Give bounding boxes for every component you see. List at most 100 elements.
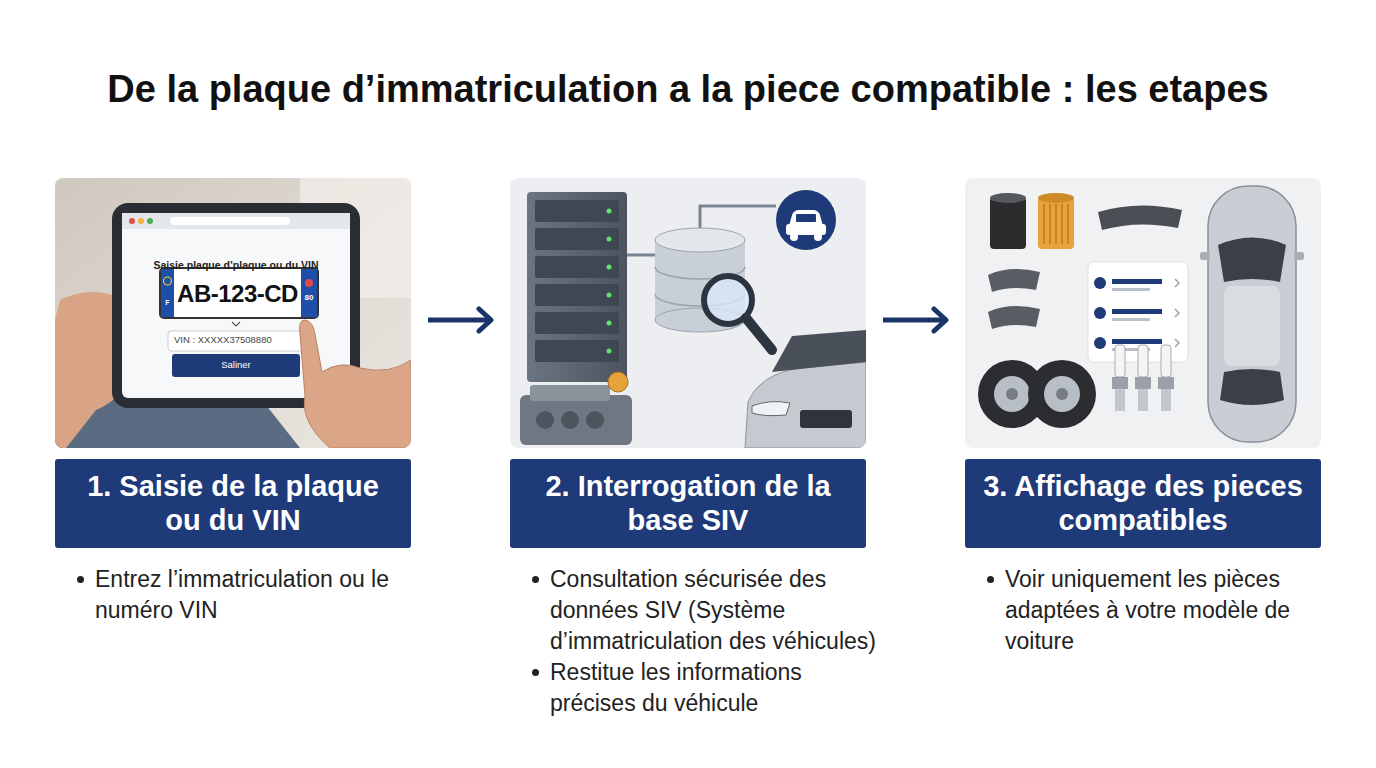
tablet-photo-part <box>172 354 300 377</box>
tablet-photo-part <box>138 218 144 224</box>
step-column: 3. Affichage des pieces compatiblesVoir … <box>965 178 1321 657</box>
flow-arrow <box>883 318 946 323</box>
step-heading: 1. Saisie de la plaque ou du VIN <box>69 470 397 537</box>
parts-illustration-part <box>1218 238 1286 283</box>
parts-illustration-part <box>1112 309 1162 314</box>
parts-illustration-part <box>1038 193 1074 203</box>
database-illustration-part <box>520 395 632 445</box>
database-illustration-part <box>814 233 822 241</box>
parts-illustration-part <box>1138 389 1148 411</box>
step-band: 1. Saisie de la plaque ou du VIN <box>55 459 411 548</box>
parts-illustration-part <box>1006 388 1018 400</box>
database-illustration-part <box>535 200 619 222</box>
parts-illustration-part <box>1158 377 1174 389</box>
bullet-dot <box>77 576 84 583</box>
illustration-label: 80 <box>301 293 317 302</box>
database-illustration-part <box>527 192 627 382</box>
step-column: 2. Interrogation de la base SIV Consultat… <box>510 178 866 719</box>
tablet-photo <box>55 178 411 448</box>
database-illustration-part <box>530 385 610 401</box>
tablet-photo-part <box>164 277 172 285</box>
database-illustration-part <box>796 214 816 222</box>
bullet-item: Consultation sécurisée des données SIV (… <box>510 564 885 657</box>
parts-illustration-part <box>1138 345 1148 377</box>
parts-illustration-part <box>1028 360 1096 428</box>
tablet-photo-part <box>160 268 318 318</box>
tablet-photo-part <box>170 217 290 225</box>
database-illustration-part <box>789 210 823 226</box>
database-illustration-part <box>607 237 612 242</box>
parts-illustration-part <box>1294 252 1304 260</box>
tablet-photo-part <box>147 218 153 224</box>
database-illustration-part <box>627 254 658 257</box>
step-heading: 2. Interrogation de la base SIV <box>524 470 852 537</box>
step-heading: 3. Affichage des pieces compatibles <box>979 470 1307 537</box>
database-illustration-part <box>607 265 612 270</box>
step-band: 2. Interrogation de la base SIV <box>510 459 866 548</box>
parts-illustration-part <box>1200 252 1210 260</box>
parts-illustration-part <box>1112 279 1162 284</box>
flow-arrow <box>428 318 491 323</box>
database-illustration-part <box>561 411 579 429</box>
parts-illustration-part <box>1094 277 1106 289</box>
database-illustration-part <box>535 340 619 362</box>
parts-illustration-part <box>965 178 1321 448</box>
parts-illustration-part <box>994 376 1030 412</box>
parts-illustration-part <box>1056 388 1068 400</box>
diagram-title: De la plaque d’immatriculation a la piec… <box>107 68 1269 110</box>
parts-illustration-part <box>1208 186 1296 442</box>
database-illustration-part <box>607 293 612 298</box>
parts-illustration-part <box>990 197 1026 249</box>
parts-illustration-part <box>1161 345 1171 377</box>
database-illustration-part <box>535 228 619 250</box>
parts-illustration-part <box>1044 376 1080 412</box>
diagram-title-row: De la plaque d’immatriculation a la piec… <box>0 68 1376 111</box>
bullet-item: Entrez l’immatriculation ou le numéro VI… <box>55 564 430 626</box>
tablet-photo-part <box>122 213 350 229</box>
database-illustration-part <box>510 178 866 448</box>
database-illustration-part <box>700 206 776 228</box>
bullet-list: Consultation sécurisée des données SIV (… <box>510 564 866 719</box>
illustration-label: F <box>161 299 174 307</box>
parts-illustration-part <box>1044 204 1068 244</box>
parts-illustration-part <box>1094 307 1106 319</box>
bullet-dot <box>532 669 539 676</box>
parts-illustration-part <box>1112 377 1128 389</box>
illustration-label: VIN : XXXXX37508880 <box>174 335 310 346</box>
illustration-label: Saisie plaque d’plaque ou du VIN <box>136 259 336 271</box>
step-column: 1. Saisie de la plaque ou du VINEntrez l… <box>55 178 411 626</box>
illustration-slot <box>510 178 866 459</box>
bullet-dot <box>532 576 539 583</box>
tablet-photo-part <box>129 218 135 224</box>
database-illustration-part <box>776 190 836 250</box>
bullet-text: Restitue les informations précises du vé… <box>550 657 885 719</box>
database-illustration-part <box>790 233 798 241</box>
database-illustration <box>510 178 866 448</box>
parts-illustration-part <box>1112 288 1150 291</box>
database-illustration-part <box>772 330 866 372</box>
bullet-text: Entrez l’immatriculation ou le numéro VI… <box>95 564 430 626</box>
parts-illustration-part <box>990 193 1026 203</box>
database-illustration-part <box>752 402 790 416</box>
database-illustration-part <box>607 209 612 214</box>
parts-illustration-part <box>1135 377 1151 389</box>
database-illustration-part <box>535 312 619 334</box>
database-illustration-part <box>536 411 554 429</box>
parts-illustration-part <box>1098 205 1182 230</box>
tablet-photo-part <box>55 178 411 448</box>
bullet-item: Voir uniquement les pièces adaptées à vo… <box>965 564 1340 657</box>
parts-illustration-part <box>1220 369 1284 405</box>
parts-illustration-part <box>1112 318 1150 321</box>
parts-illustration-part <box>1115 389 1125 411</box>
database-illustration-part <box>745 362 866 448</box>
database-illustration-part <box>800 410 852 428</box>
illustration-slot <box>55 178 411 459</box>
parts-illustration <box>965 178 1321 448</box>
database-illustration-part <box>608 372 628 392</box>
parts-illustration-part <box>1094 337 1106 349</box>
database-illustration-part <box>586 411 604 429</box>
parts-illustration-part <box>1038 197 1074 249</box>
parts-illustration-part <box>1112 339 1162 344</box>
database-illustration-part <box>535 284 619 306</box>
